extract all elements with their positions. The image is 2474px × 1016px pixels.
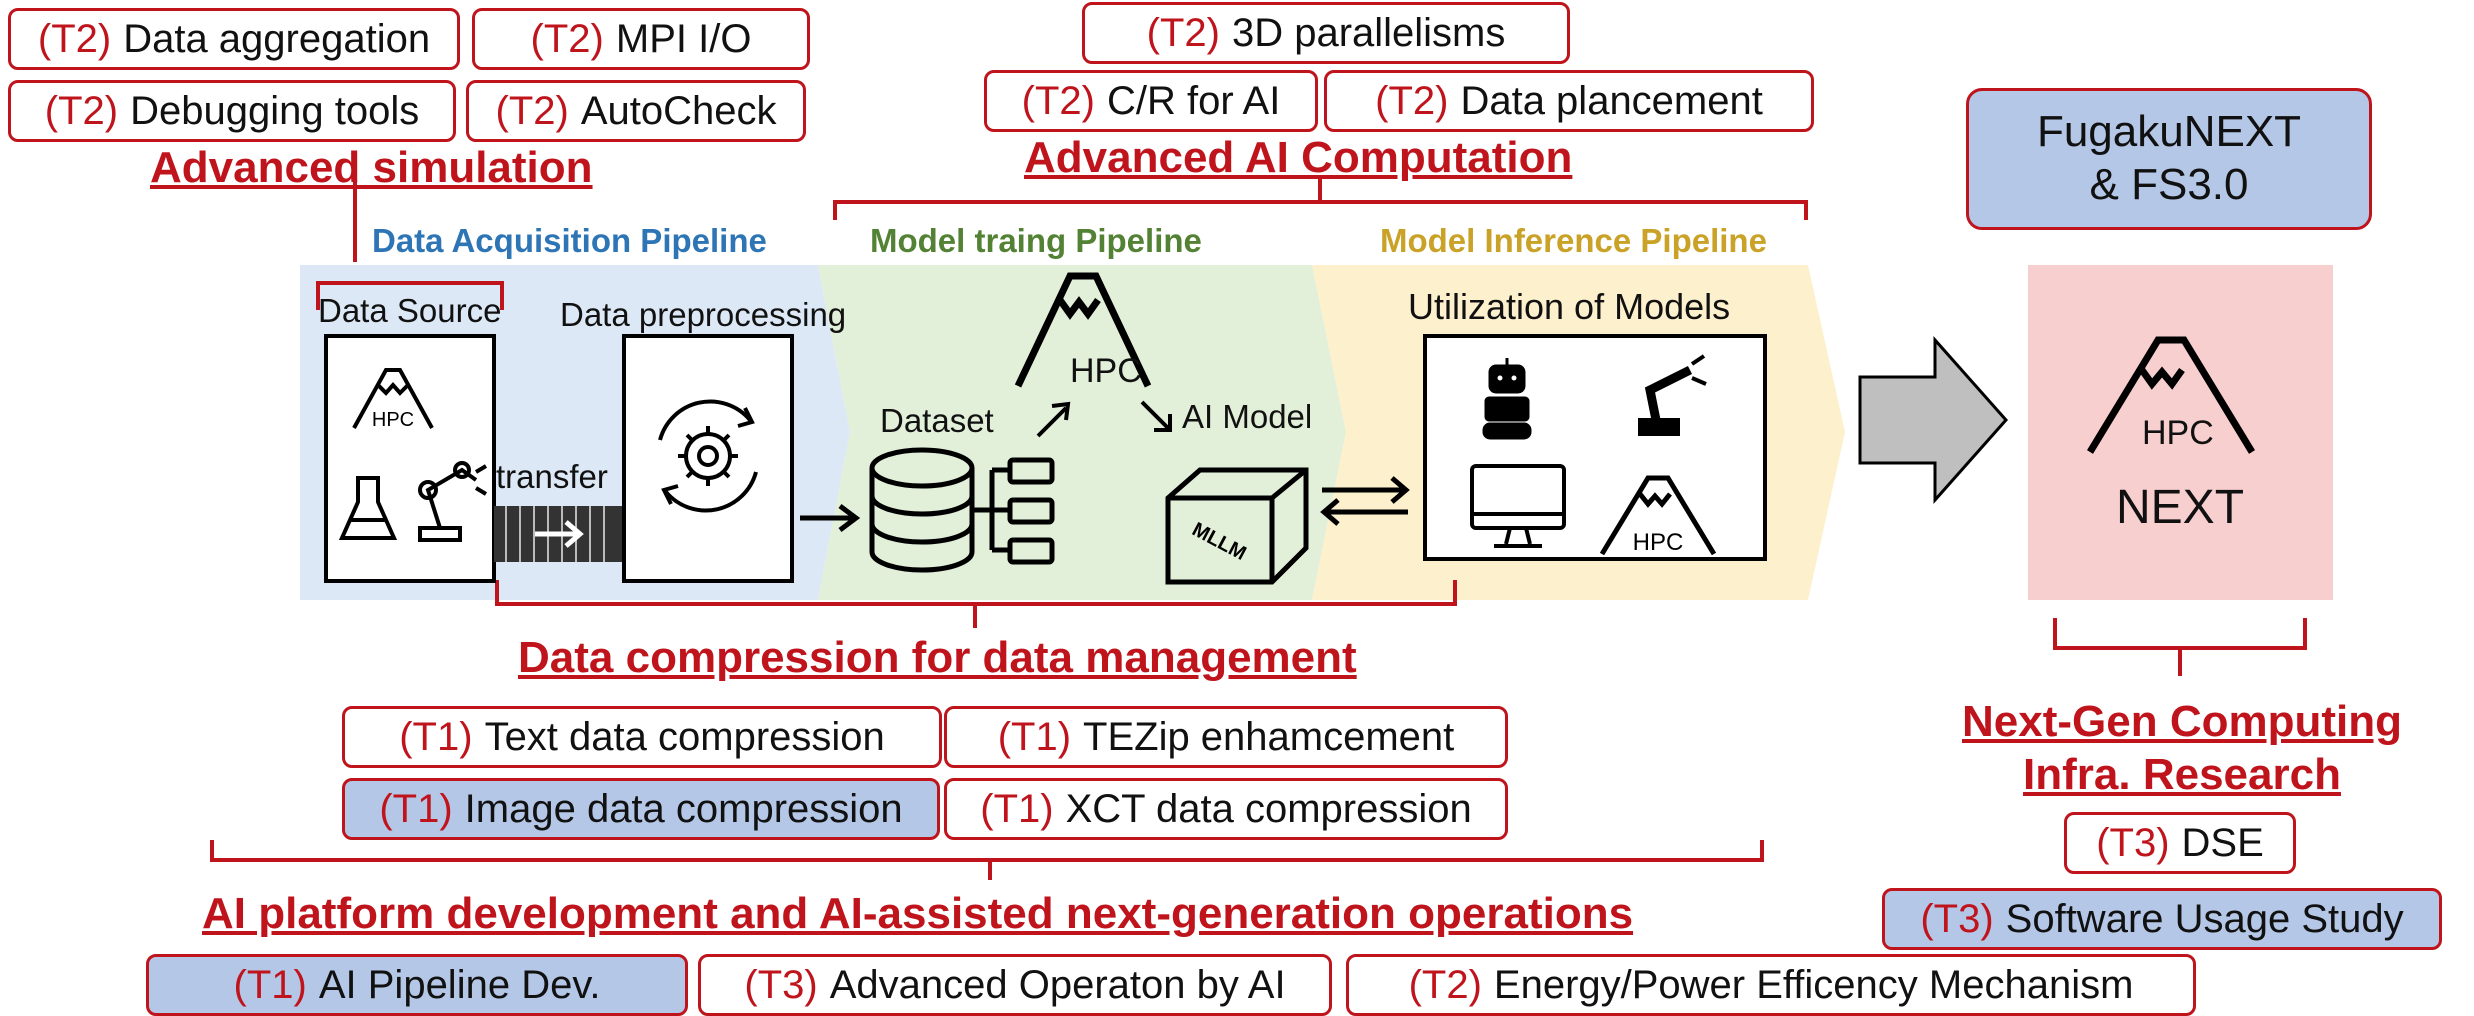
- hpc-label: HPC: [1070, 352, 1142, 390]
- svg-text:HPC: HPC: [372, 409, 414, 431]
- flask-icon: [338, 476, 398, 540]
- next-hpc-label: HPC: [2142, 414, 2214, 452]
- next-gen-item-dse: (T3) DSE: [2064, 812, 2296, 874]
- ai-platform-heading: AI platform development and AI-assisted …: [202, 889, 1634, 938]
- compression-item-image: (T1) Image data compression: [342, 778, 940, 840]
- platform-bracket: [210, 840, 1764, 880]
- mountain-hpc-icon: HPC: [352, 368, 434, 431]
- data-source-box: [324, 334, 496, 583]
- compression-bracket: [495, 580, 1457, 628]
- ai-item-cr-for-ai: (T2) C/R for AI: [984, 70, 1318, 132]
- robot-arm-icon: [418, 461, 488, 542]
- advanced-simulation-heading: Advanced simulation: [150, 143, 593, 192]
- nextgen-bracket: [2053, 618, 2307, 676]
- compression-heading: Data compression for data management: [518, 633, 1357, 682]
- next-label: NEXT: [2116, 481, 2245, 534]
- data-source-label: Data Source: [318, 292, 502, 329]
- monitor-icon: [1470, 464, 1566, 548]
- platform-item-ai-pipeline: (T1) AI Pipeline Dev.: [146, 954, 688, 1016]
- sim-item-data-aggregation: (T2) Data aggregation: [8, 8, 460, 70]
- robot-arm-icon: [1638, 354, 1707, 436]
- sim-item-mpi-io: (T2) MPI I/O: [472, 8, 810, 70]
- sim-item-autocheck: (T2) AutoCheck: [466, 80, 806, 142]
- mountain-hpc-icon: [2087, 336, 2255, 454]
- inference-pipeline-label: Model Inference Pipeline: [1380, 222, 1767, 259]
- svg-text:HPC: HPC: [1633, 529, 1684, 556]
- training-pipeline-label: Model traing Pipeline: [870, 222, 1202, 259]
- data-preprocessing-label: Data preprocessing: [560, 296, 847, 333]
- ai-model-label: AI Model: [1182, 398, 1313, 435]
- compression-item-tezip: (T1) TEZip enhamcement: [944, 706, 1508, 768]
- database-icon: [869, 447, 1055, 573]
- utilization-box: [1423, 334, 1767, 561]
- transfer-cable: [494, 506, 624, 562]
- ai-bracket: [833, 178, 1808, 220]
- arrow-right-icon: [1858, 336, 2009, 504]
- platform-item-advanced-operation: (T3) Advanced Operaton by AI: [698, 954, 1332, 1016]
- utilization-label: Utilization of Models: [1408, 286, 1731, 327]
- dataset-label: Dataset: [880, 402, 994, 439]
- training-band: [818, 265, 1346, 600]
- sim-bracket: [316, 158, 504, 310]
- next-gen-item-software-usage: (T3) Software Usage Study: [1882, 888, 2442, 950]
- fugaku-next-box: FugakuNEXT & FS3.0: [1966, 88, 2372, 230]
- ai-item-3d-parallelisms: (T2) 3D parallelisms: [1082, 2, 1570, 64]
- mountain-hpc-icon: [1014, 272, 1152, 388]
- robot-icon: [1482, 358, 1532, 440]
- acquisition-pipeline-label: Data Acquisition Pipeline: [372, 222, 767, 259]
- mountain-hpc-icon: HPC: [1599, 475, 1717, 556]
- preprocessing-box: [622, 334, 794, 583]
- gear-cycle-icon: [658, 399, 758, 513]
- compression-item-xct: (T1) XCT data compression: [944, 778, 1508, 840]
- next-gen-heading: Next-Gen Computing Infra. Research: [1962, 697, 2402, 799]
- advanced-ai-heading: Advanced AI Computation: [1024, 133, 1573, 182]
- platform-item-energy: (T2) Energy/Power Efficency Mechanism: [1346, 954, 2196, 1016]
- compression-item-text: (T1) Text data compression: [342, 706, 942, 768]
- transfer-label: transfer: [496, 458, 608, 495]
- ai-item-data-placement: (T2) Data plancement: [1324, 70, 1814, 132]
- next-panel: [2028, 265, 2333, 600]
- sim-item-debugging-tools: (T2) Debugging tools: [8, 80, 456, 142]
